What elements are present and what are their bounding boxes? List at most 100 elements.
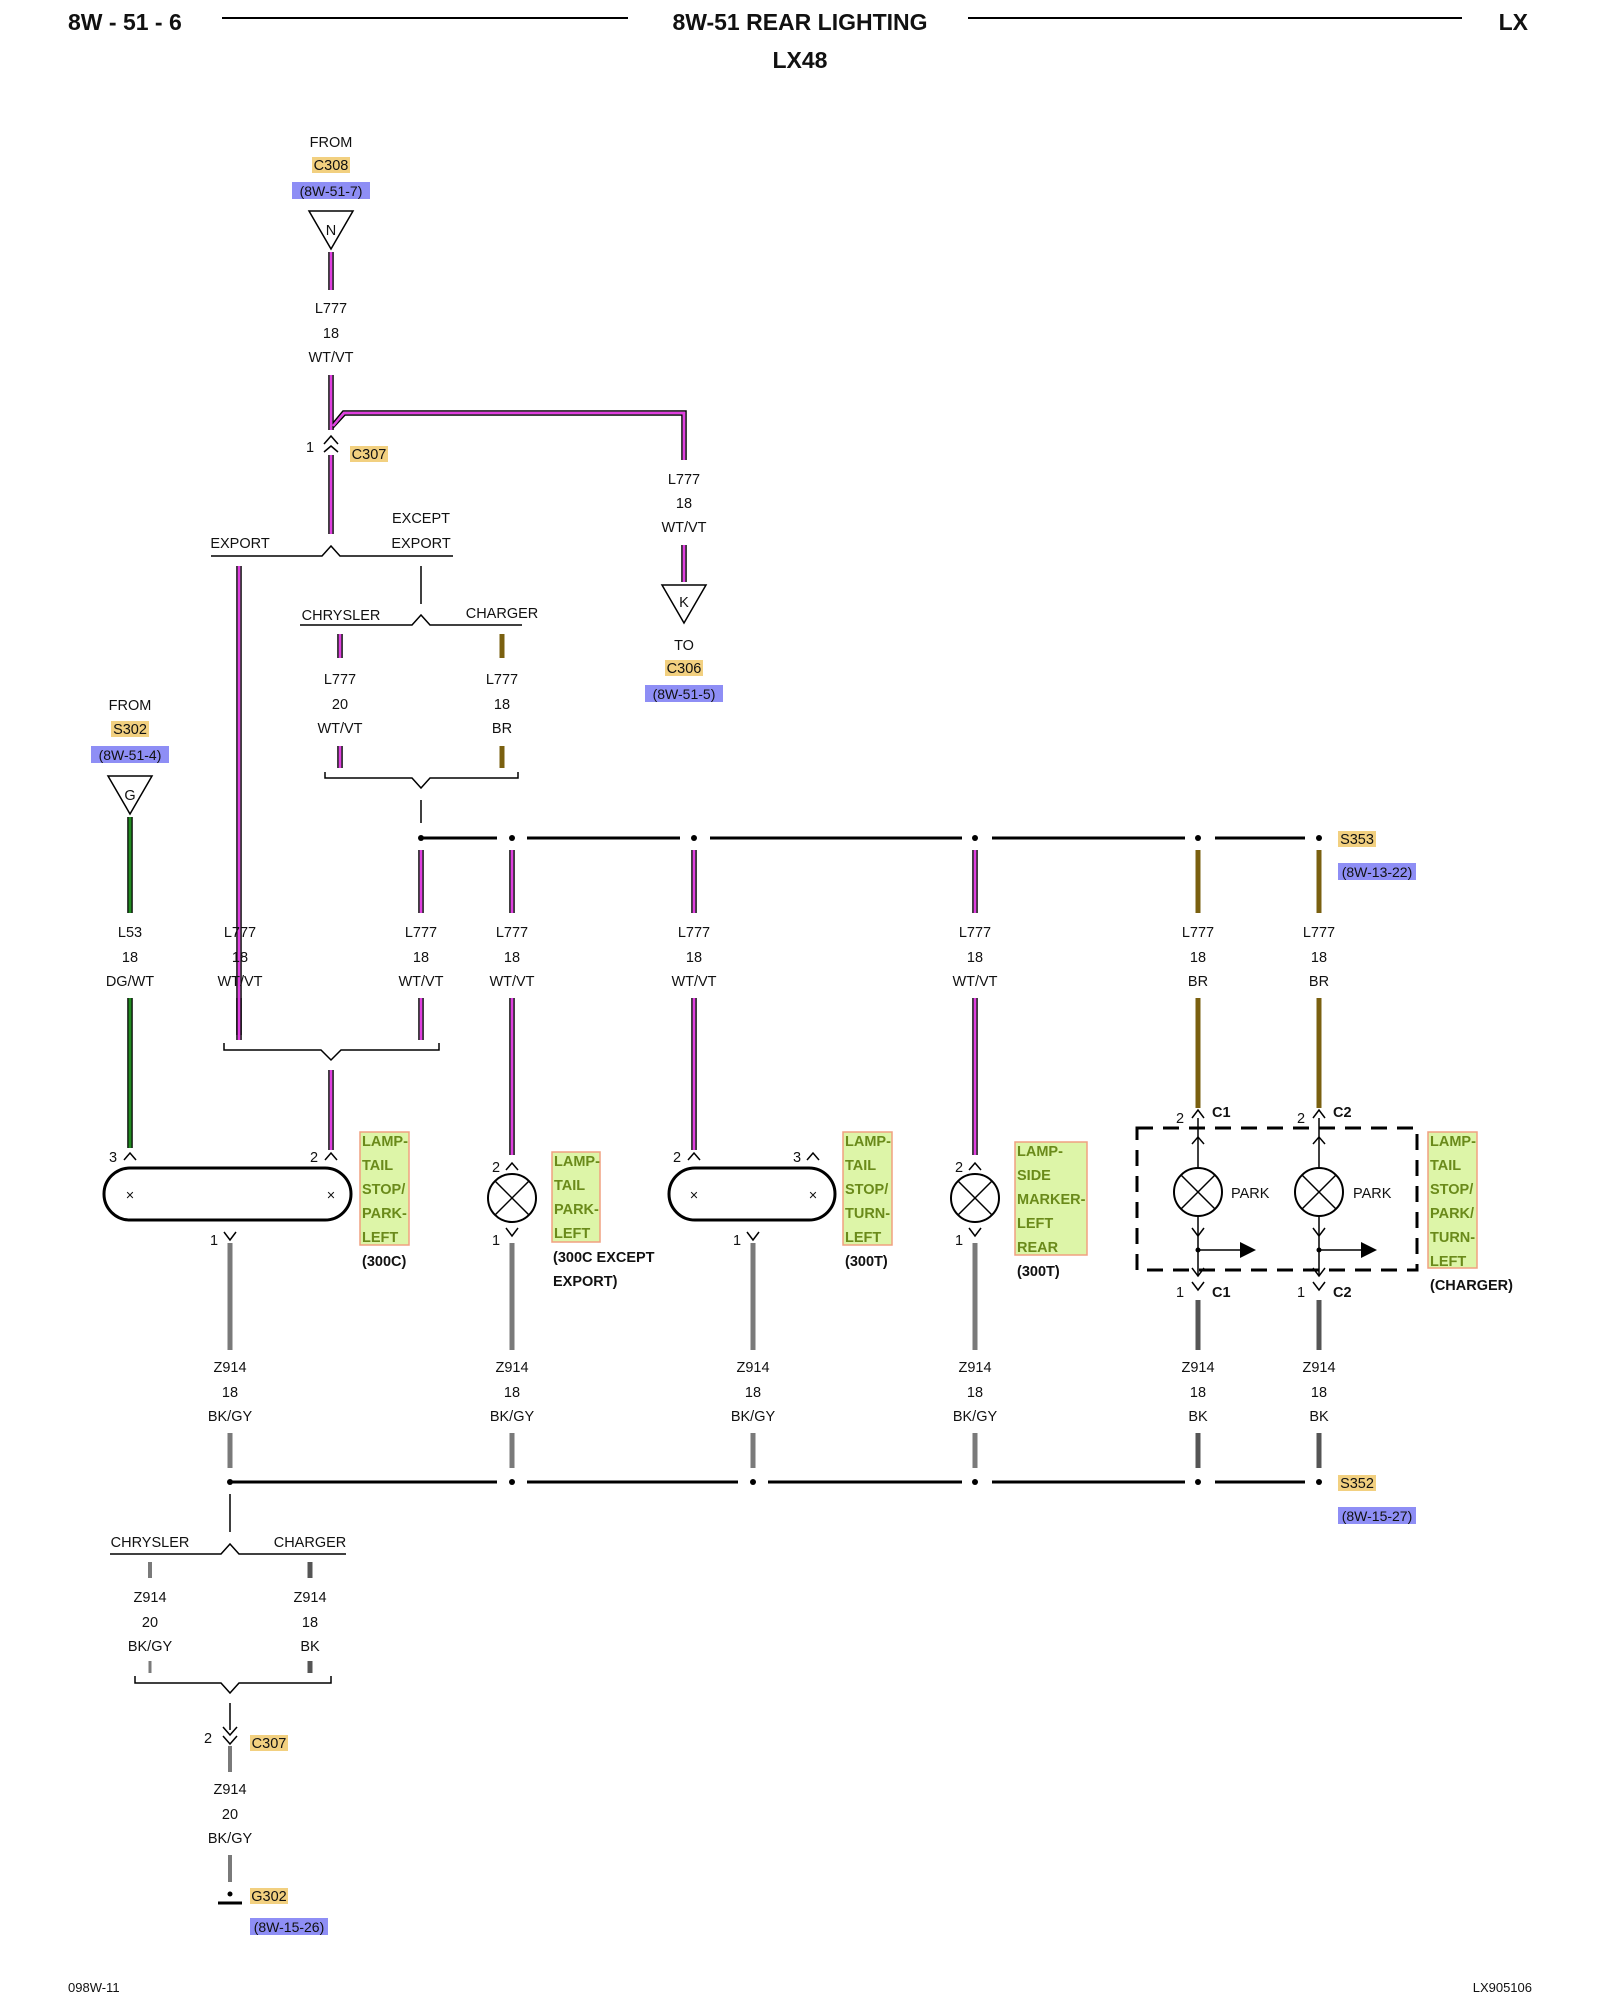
charger-internal-connector	[1312, 1227, 1326, 1238]
svg-text:BK/GY: BK/GY	[208, 1831, 253, 1847]
svg-text:18: 18	[302, 1615, 318, 1631]
wire-label-z914-2: Z914 18 BK/GY	[490, 1360, 535, 1425]
svg-text:PARK-: PARK-	[362, 1206, 407, 1222]
connector-c307-bottom: C307	[252, 1736, 287, 1752]
park-label-1: PARK	[1231, 1186, 1270, 1202]
wire-l777-merge-lower	[418, 998, 424, 1040]
wire-label-z914-5: Z914 18 BK	[1181, 1360, 1214, 1425]
lamp-marker-note: (300T)	[1017, 1264, 1060, 1280]
pin-number: 2	[492, 1160, 500, 1176]
page-title: 8W-51 REAR LIGHTING	[672, 9, 927, 35]
wire-gauge: 18	[494, 697, 510, 713]
wire-l777-code: L777	[324, 672, 356, 688]
svg-text:BK/GY: BK/GY	[128, 1639, 173, 1655]
footer-left: 098W-11	[68, 1980, 120, 1995]
from-label-c308: FROM	[310, 135, 353, 151]
s302-ref: (8W-51-4)	[99, 747, 162, 763]
svg-text:EXPORT): EXPORT)	[553, 1274, 618, 1290]
svg-text:18: 18	[504, 1385, 520, 1401]
wire-l53-lower	[127, 998, 133, 1148]
svg-text:18: 18	[504, 950, 520, 966]
lamp-300t-pin3-connector	[806, 1151, 820, 1161]
svg-text:18: 18	[1311, 950, 1327, 966]
chrysler-label-bottom: CHRYSLER	[111, 1535, 190, 1551]
c308-highlight	[312, 157, 350, 173]
lamp-park-note: (300C EXCEPT EXPORT)	[553, 1250, 655, 1290]
svg-text:LEFT: LEFT	[845, 1230, 881, 1246]
wire-label-l777-br-2: L777 18 BR	[1303, 925, 1335, 990]
svg-text:LAMP-: LAMP-	[362, 1134, 408, 1150]
svg-text:TAIL: TAIL	[845, 1158, 876, 1174]
lamp-300c-pin3-connector	[123, 1151, 137, 1161]
lamp-marker-label: LAMP- SIDE MARKER- LEFT REAR	[1017, 1144, 1086, 1256]
svg-text:18: 18	[745, 1385, 761, 1401]
svg-text:20: 20	[142, 1615, 158, 1631]
page-subtitle: LX48	[773, 47, 828, 73]
charger-c2-bottom-connector	[1312, 1281, 1326, 1292]
svg-text:SIDE: SIDE	[1017, 1168, 1051, 1184]
s353-highlight	[1338, 831, 1376, 847]
svg-text:L777: L777	[1182, 925, 1214, 941]
wire-l777-code: L777	[668, 472, 700, 488]
s353-splice-dots	[418, 835, 1322, 841]
wire-gauge: 20	[332, 697, 348, 713]
svg-text:BK: BK	[1188, 1409, 1208, 1425]
wire-label-l777-300t: L777 18 WT/VT	[671, 925, 716, 990]
arrow-n-letter: N	[326, 223, 336, 239]
c306-ref: (8W-51-5)	[653, 686, 716, 702]
off-page-arrow-n	[307, 210, 355, 251]
s352-splice-dots	[227, 1479, 1322, 1485]
charger-park-bulb-2-cross	[1301, 1174, 1337, 1210]
c308-ref-highlight	[292, 182, 370, 199]
svg-text:Z914: Z914	[736, 1360, 769, 1376]
wire-l777-export-lower	[236, 998, 242, 1040]
wire-l777-drop-2	[509, 850, 515, 913]
charger-park-bulb-1-cross	[1180, 1174, 1216, 1210]
option-brace-ground-bottom	[134, 1676, 332, 1695]
wire-color: WT/VT	[308, 350, 353, 366]
c307-bottom-highlight	[250, 1735, 288, 1751]
svg-text:LAMP-: LAMP-	[1430, 1134, 1476, 1150]
c308-ref: (8W-51-7)	[300, 183, 363, 199]
wire-l777-to-300c-lamp	[328, 1070, 334, 1150]
svg-text:REAR: REAR	[1017, 1240, 1059, 1256]
svg-text:Z914: Z914	[1302, 1360, 1335, 1376]
g302-highlight	[250, 1888, 288, 1904]
svg-text:STOP/: STOP/	[1430, 1182, 1473, 1198]
pin-number: 2	[310, 1150, 318, 1166]
svg-text:Z914: Z914	[213, 1782, 246, 1798]
wire-label-l777-park: L777 18 WT/VT	[489, 925, 534, 990]
c307-pin2-connector	[222, 1726, 238, 1737]
svg-text:Z914: Z914	[293, 1590, 326, 1606]
svg-text:LAMP-: LAMP-	[845, 1134, 891, 1150]
svg-text:L777: L777	[405, 925, 437, 941]
charger-label-bottom: CHARGER	[274, 1535, 347, 1551]
charger-note: (CHARGER)	[1430, 1278, 1513, 1294]
wire-label-z914-charger: Z914 18 BK	[293, 1590, 326, 1655]
charger-c1-top-label: C1	[1212, 1105, 1231, 1121]
svg-text:BK: BK	[300, 1639, 320, 1655]
svg-text:MARKER-: MARKER-	[1017, 1192, 1086, 1208]
off-page-arrow-g	[106, 775, 154, 816]
c307-pin2-connector	[222, 1735, 238, 1746]
svg-text:BK/GY: BK/GY	[953, 1409, 998, 1425]
wire-label-l777-br-1: L777 18 BR	[1182, 925, 1214, 990]
connector-c306: C306	[667, 661, 702, 677]
wire-color: BR	[492, 721, 512, 737]
wire-l777-to-park-lamp	[509, 998, 515, 1155]
svg-text:18: 18	[232, 950, 248, 966]
pin-number: 2	[955, 1160, 963, 1176]
svg-text:18: 18	[1311, 1385, 1327, 1401]
svg-text:BK: BK	[1309, 1409, 1329, 1425]
svg-text:Z914: Z914	[133, 1590, 166, 1606]
ground-point	[227, 1891, 233, 1897]
svg-text:BR: BR	[1309, 974, 1329, 990]
charger-c2-top-connector	[1312, 1108, 1326, 1119]
svg-text:L777: L777	[678, 925, 710, 941]
wire-l777-export-long	[236, 566, 242, 1035]
charger-ground-arrow-2	[1316, 1242, 1377, 1258]
lamp-marker-label-box	[1014, 1141, 1088, 1256]
wire-label-z914-4: Z914 18 BK/GY	[953, 1360, 998, 1425]
wire-label-z914-3: Z914 18 BK/GY	[731, 1360, 776, 1425]
lamp-marker-pin1-connector	[968, 1227, 982, 1238]
